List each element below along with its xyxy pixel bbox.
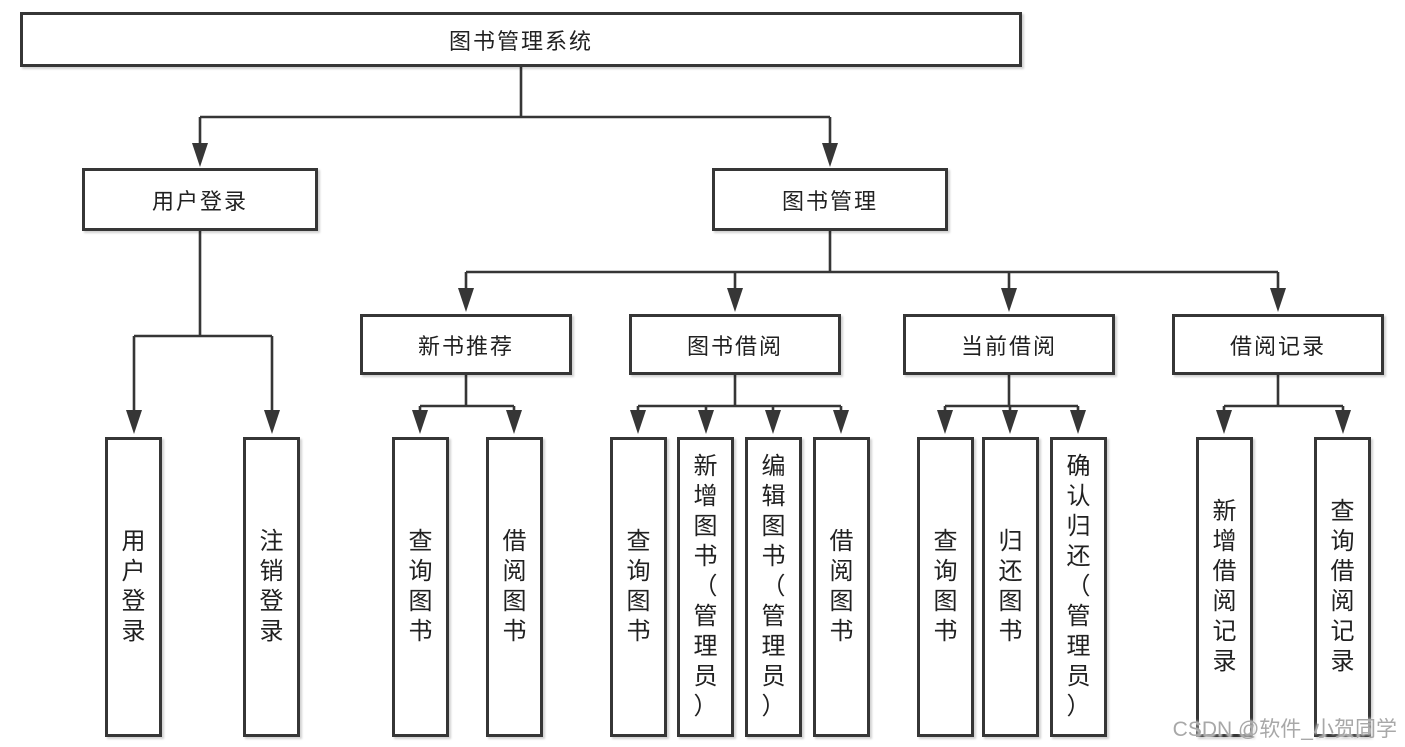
leaf-borrow-book: 借阅图书	[813, 437, 870, 737]
arrowhead-icon	[822, 143, 838, 167]
node-root: 图书管理系统	[20, 12, 1022, 67]
arrowhead-icon	[833, 410, 849, 434]
node-book-borrow: 图书借阅	[629, 314, 841, 375]
leaf-add-book-admin: 新增图书（管理员）	[677, 437, 734, 737]
leaf-return-book: 归还图书	[982, 437, 1039, 737]
arrowhead-icon	[1216, 410, 1232, 434]
arrowhead-icon	[698, 410, 714, 434]
arrowhead-icon	[727, 288, 743, 312]
arrowhead-icon	[192, 143, 208, 167]
arrowhead-icon	[1335, 410, 1351, 434]
leaf-logout: 注销登录	[243, 437, 300, 737]
leaf-confirm-return-admin: 确认归还（管理员）	[1050, 437, 1107, 737]
leaf-edit-book-admin: 编辑图书（管理员）	[745, 437, 802, 737]
arrowhead-icon	[126, 410, 142, 434]
leaf-logout-label: 注销登录	[259, 528, 284, 645]
leaf-add-borrow-record-label: 新增借阅记录	[1212, 498, 1237, 675]
node-user-login-label: 用户登录	[151, 188, 248, 214]
leaf-user-login-label: 用户登录	[121, 528, 146, 645]
arrowhead-icon	[1070, 410, 1086, 434]
leaf-borrow-book-recommend: 借阅图书	[486, 437, 543, 737]
arrowhead-icon	[412, 410, 428, 434]
leaf-query-current-borrow: 查询图书	[917, 437, 974, 737]
node-user-login: 用户登录	[82, 168, 318, 231]
leaf-borrow-book-label: 借阅图书	[829, 528, 854, 645]
leaf-query-book-recommend: 查询图书	[392, 437, 449, 737]
leaf-add-book-admin-label: 新增图书（管理员）	[693, 453, 718, 720]
leaf-query-borrow-record: 查询借阅记录	[1314, 437, 1371, 737]
arrowhead-icon	[458, 288, 474, 312]
leaf-query-borrow-record-label: 查询借阅记录	[1330, 498, 1355, 675]
node-book-borrow-label: 图书借阅	[686, 333, 783, 359]
arrowhead-icon	[765, 410, 781, 434]
arrowhead-icon	[506, 410, 522, 434]
node-new-book-recommend: 新书推荐	[360, 314, 572, 375]
leaf-edit-book-admin-label: 编辑图书（管理员）	[761, 453, 786, 720]
arrowhead-icon	[1001, 288, 1017, 312]
leaf-query-book-borrow: 查询图书	[610, 437, 667, 737]
csdn-watermark: CSDN @软件_小贺同学	[1172, 718, 1397, 741]
leaf-borrow-book-recommend-label: 借阅图书	[502, 528, 527, 645]
arrowhead-icon	[630, 410, 646, 434]
arrowhead-icon	[264, 410, 280, 434]
arrowhead-icon	[937, 410, 953, 434]
node-new-book-recommend-label: 新书推荐	[417, 333, 514, 359]
node-borrow-records: 借阅记录	[1172, 314, 1384, 375]
node-current-borrow: 当前借阅	[903, 314, 1115, 375]
arrowhead-icon	[1270, 288, 1286, 312]
node-book-management: 图书管理	[712, 168, 948, 231]
leaf-return-book-label: 归还图书	[998, 528, 1023, 645]
leaf-add-borrow-record: 新增借阅记录	[1196, 437, 1253, 737]
leaf-confirm-return-admin-label: 确认归还（管理员）	[1066, 453, 1091, 720]
node-borrow-records-label: 借阅记录	[1229, 333, 1326, 359]
node-current-borrow-label: 当前借阅	[960, 333, 1057, 359]
leaf-query-book-borrow-label: 查询图书	[626, 528, 651, 645]
arrowhead-icon	[1002, 410, 1018, 434]
node-root-label: 图书管理系统	[448, 28, 593, 54]
leaf-query-book-recommend-label: 查询图书	[408, 528, 433, 645]
leaf-user-login: 用户登录	[105, 437, 162, 737]
leaf-query-current-borrow-label: 查询图书	[933, 528, 958, 645]
node-book-management-label: 图书管理	[781, 188, 878, 214]
